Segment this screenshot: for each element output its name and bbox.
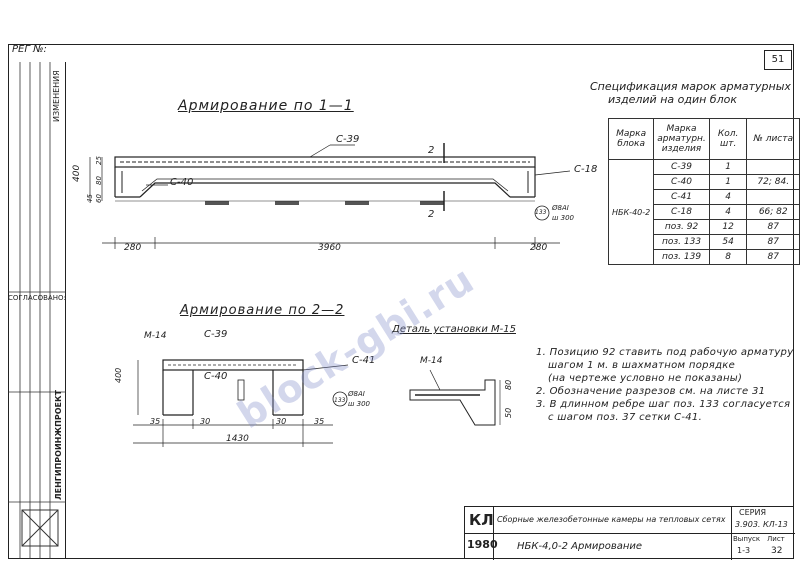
spec-row-mark: С-18 bbox=[653, 204, 710, 220]
stamp-drawing: НБК-4,0-2 Армирование bbox=[517, 541, 643, 552]
note-line: 1. Позицию 92 ставить под рабочую армату… bbox=[536, 347, 794, 358]
stamp-series-value: 3.903. КЛ-13 bbox=[735, 520, 788, 529]
section1-dim-left: 280 bbox=[124, 243, 142, 253]
detail-label-m14: М-14 bbox=[420, 356, 443, 366]
spec-table: Марка блока Марка арматурн. изделия Кол.… bbox=[607, 118, 800, 265]
section1-dim-right: 280 bbox=[530, 243, 548, 253]
section2-label-c39: С-39 bbox=[204, 329, 228, 340]
page-number-box: 51 bbox=[764, 50, 792, 70]
note-line: шагом 1 м. в шахматном порядке bbox=[548, 360, 736, 371]
spec-row-mark: поз. 92 bbox=[653, 219, 710, 235]
section1-label-c18: С-18 bbox=[574, 164, 598, 175]
section2-label-c40: С-40 bbox=[204, 371, 228, 382]
section1-dim-h1: 25 bbox=[95, 156, 103, 165]
stamp-sheet-label: Лист bbox=[767, 535, 785, 543]
section2-dim-30b: 30 bbox=[276, 417, 287, 426]
section1-cut-bottom: 2 bbox=[428, 209, 435, 220]
spec-row-sheet bbox=[746, 159, 800, 175]
spec-row-qty: 4 bbox=[708, 189, 748, 205]
left-strip-org: ЛЕНГИПРОИНЖПРОЕКТ bbox=[54, 390, 63, 500]
section1-dim-h4: 45 bbox=[86, 194, 94, 203]
spec-row-sheet: 87 bbox=[746, 234, 800, 250]
section1-label-c39: С-39 bbox=[336, 134, 360, 145]
spec-row-mark: С-39 bbox=[653, 159, 710, 175]
sheet-frame bbox=[8, 44, 794, 559]
spec-row-sheet: 72; 84. bbox=[746, 174, 800, 190]
section2-dim-height: 400 bbox=[114, 367, 123, 383]
spec-table-wrap: Марка блока Марка арматурн. изделия Кол.… bbox=[607, 118, 800, 265]
stamp-issue-value: 1-3 bbox=[737, 546, 751, 555]
left-strip-lines bbox=[8, 62, 66, 559]
spec-row-qty: 4 bbox=[708, 204, 748, 220]
section1-callout-text1: Ø8АI bbox=[552, 204, 569, 212]
stamp-year: 1980 bbox=[467, 538, 498, 551]
spec-row-qty: 1 bbox=[708, 174, 748, 190]
stamp-kl: КЛ bbox=[469, 511, 494, 529]
page-number: 51 bbox=[771, 54, 785, 65]
stamp-issue-label: Выпуск bbox=[733, 535, 761, 543]
spec-header-block: Марка блока bbox=[607, 118, 655, 160]
section2-title: Армирование по 2—2 bbox=[180, 303, 345, 318]
section1-dim-h2: 80 bbox=[95, 176, 103, 185]
detail-drawing bbox=[409, 369, 501, 426]
section1-drawing bbox=[89, 143, 571, 249]
spec-row-sheet: 87 bbox=[746, 249, 800, 265]
stamp-series-label: СЕРИЯ bbox=[739, 508, 767, 517]
spec-row-mark: С-40 bbox=[653, 174, 710, 190]
section2-callout-num: 133 bbox=[334, 397, 346, 404]
spec-title-line1: Спецификация марок арматурных bbox=[590, 80, 791, 93]
spec-row-qty: 12 bbox=[708, 219, 748, 235]
note-line: (на чертеже условно не показаны) bbox=[548, 373, 743, 384]
spec-header-sheet: № листа bbox=[746, 118, 800, 160]
notes: 1. Позицию 92 ставить под рабочую армату… bbox=[536, 346, 793, 424]
stamp-title: Сборные железобетонные камеры на тепловы… bbox=[497, 515, 726, 524]
spec-row-qty: 54 bbox=[708, 234, 748, 250]
spec-row-sheet bbox=[746, 189, 800, 205]
stamp-divider-v1 bbox=[493, 507, 494, 560]
spec-row-sheet: 87 bbox=[746, 219, 800, 235]
spec-header-qty: Кол. шт. bbox=[708, 118, 748, 160]
left-strip-agreed: СОГЛАСОВАНО: bbox=[8, 294, 66, 302]
spec-header-mark: Марка арматурн. изделия bbox=[653, 118, 710, 160]
stamp-divider-h bbox=[465, 533, 795, 534]
section1-callout-num: 133 bbox=[535, 209, 547, 216]
stamp-divider-v2 bbox=[731, 507, 732, 560]
spec-row-mark: поз. 133 bbox=[653, 234, 710, 250]
section2-label-m14: М-14 bbox=[144, 331, 167, 341]
detail-title: Деталь установки М-15 bbox=[392, 324, 516, 335]
section2-callout-text1: Ø8АI bbox=[348, 390, 365, 398]
spec-block-mark: НБК-40-2 bbox=[607, 159, 655, 265]
stamp-sheet-value: 32 bbox=[771, 546, 783, 556]
section1-cut-top: 2 bbox=[428, 145, 435, 156]
section1-callout-text2: ш 300 bbox=[552, 214, 574, 222]
spec-row-mark: поз. 139 bbox=[653, 249, 710, 265]
note-line: 3. В длинном ребре шаг поз. 133 согласуе… bbox=[536, 399, 791, 410]
detail-dim-80: 80 bbox=[504, 379, 513, 390]
spec-title-line2: изделий на один блок bbox=[608, 93, 737, 106]
section2-dim-total: 1430 bbox=[226, 434, 249, 444]
note-line: 2. Обозначение разрезов см. на листе 31 bbox=[536, 386, 766, 397]
section1-title: Армирование по 1—1 bbox=[178, 98, 354, 114]
spec-row-qty: 1 bbox=[708, 159, 748, 175]
left-strip-changes: ИЗМЕНЕНИЯ bbox=[52, 70, 61, 122]
detail-dim-50: 50 bbox=[504, 407, 513, 418]
spec-row-sheet: 66; 82 bbox=[746, 204, 800, 220]
section2-dim-30a: 30 bbox=[200, 417, 211, 426]
reg-number: РЕГ №: bbox=[12, 44, 47, 55]
note-line: с шагом поз. 37 сетки С-41. bbox=[548, 412, 703, 423]
section1-label-c40: С-40 bbox=[170, 177, 194, 188]
spec-row-qty: 8 bbox=[708, 249, 748, 265]
section2-dim-35b: 35 bbox=[314, 417, 325, 426]
left-strip: ИЗМЕНЕНИЯ СОГЛАСОВАНО: ЛЕНГИПРОИНЖПРОЕКТ bbox=[8, 62, 66, 559]
section2-drawing bbox=[133, 359, 349, 447]
title-block: КЛ 1980 Сборные железобетонные камеры на… bbox=[464, 506, 795, 560]
section2-label-c41: С-41 bbox=[352, 355, 376, 366]
spec-row-mark: С-41 bbox=[653, 189, 710, 205]
section1-dim-height: 400 bbox=[72, 164, 82, 182]
section2-callout-text2: ш 300 bbox=[348, 400, 370, 408]
section1-dim-middle: 3960 bbox=[318, 243, 341, 253]
section2-dim-35a: 35 bbox=[150, 417, 161, 426]
section1-dim-h3: 60 bbox=[95, 194, 103, 203]
